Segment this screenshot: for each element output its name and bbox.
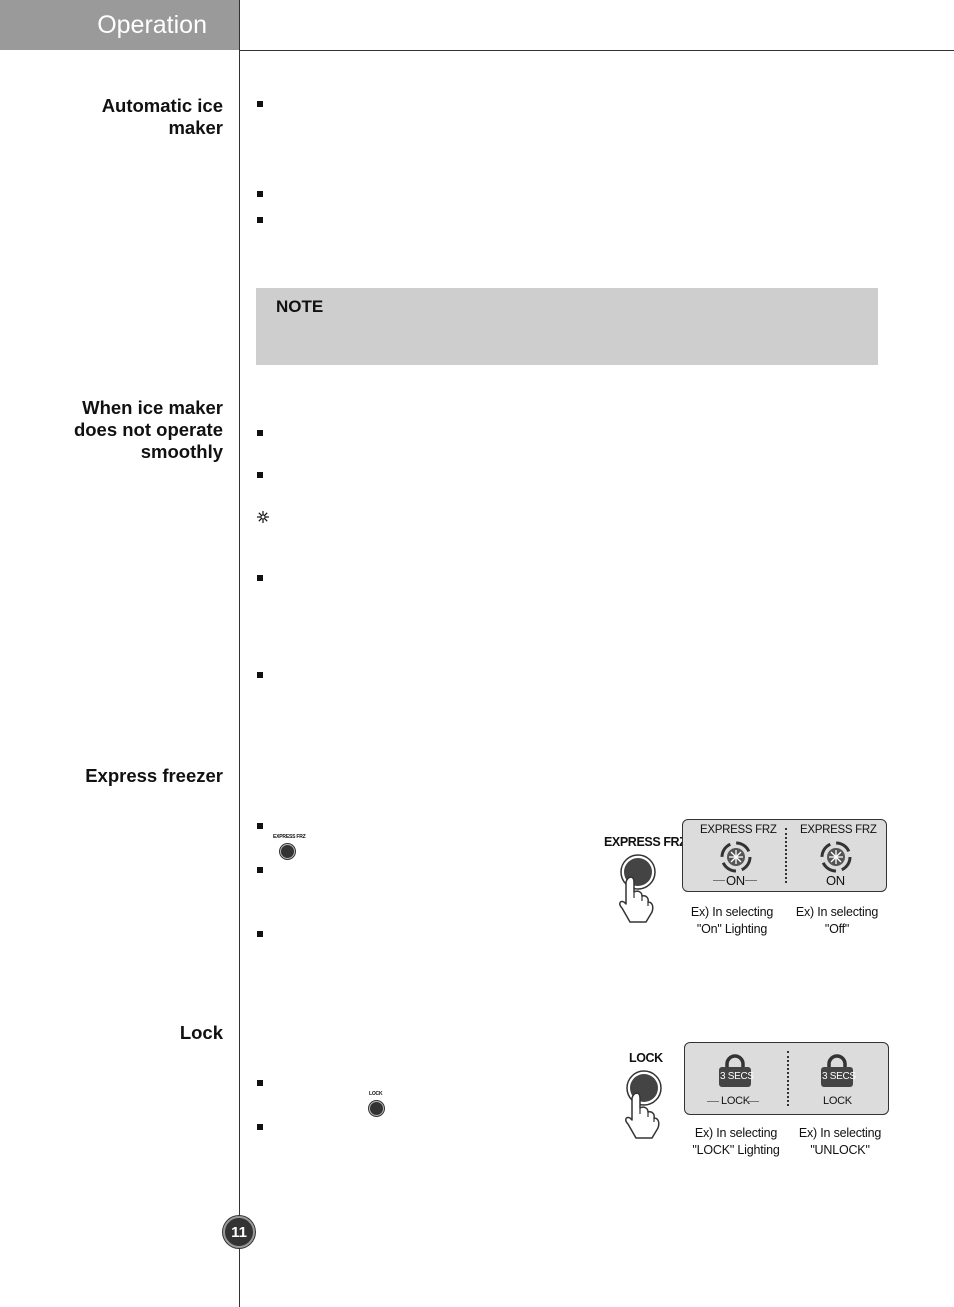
- not-smooth-title: When ice maker does not operate smoothly: [73, 397, 223, 462]
- bullet-marker: [257, 931, 263, 937]
- lock-display-panel: 3 SECS LOCK 3 SECS LOCK: [684, 1042, 889, 1115]
- section-header-tab: Operation: [0, 0, 240, 50]
- bullet-marker: [257, 823, 263, 829]
- status-on-lit: ON: [726, 873, 745, 888]
- express-freeze-icon: [720, 841, 752, 878]
- bullet-marker: [257, 867, 263, 873]
- bullet-marker: [257, 472, 263, 478]
- bullet-marker: [257, 575, 263, 581]
- lock-badge-left: 3 SECS: [720, 1071, 754, 1082]
- express-caption-left: Ex) In selecting "On" Lighting: [690, 905, 774, 936]
- status-lock-lit: LOCK: [721, 1095, 750, 1107]
- bullet-marker: [257, 1124, 263, 1130]
- lock-icon: [819, 1053, 855, 1094]
- bullet-marker: [257, 672, 263, 678]
- express-frz-button-label: EXPRESS FRZ: [604, 835, 687, 849]
- snowflake-icon: [256, 510, 270, 526]
- bullet-marker: [257, 1080, 263, 1086]
- bullet-marker: [257, 101, 263, 107]
- status-lock-unlit: LOCK: [823, 1095, 852, 1107]
- bullet-marker: [257, 217, 263, 223]
- express-frz-display-panel: EXPRESS FRZ ON EXPRESS FRZ ON: [682, 819, 887, 892]
- bullet-marker: [257, 191, 263, 197]
- finger-press-icon: [618, 1068, 668, 1145]
- note-label: NOTE: [276, 297, 324, 316]
- express-freezer-title: Express freezer: [85, 765, 223, 786]
- express-caption-right: Ex) In selecting "Off": [795, 905, 879, 936]
- lock-icon: [717, 1053, 753, 1094]
- round-button-icon: [369, 1101, 384, 1116]
- lock-button-label: LOCK: [629, 1051, 663, 1065]
- express-freeze-icon: [820, 841, 852, 878]
- header-rule: [240, 50, 954, 51]
- lock-title: Lock: [179, 1022, 223, 1043]
- lock-caption-left: Ex) In selecting "LOCK" Lighting: [692, 1126, 780, 1157]
- ice-maker-title: Automatic ice maker: [101, 95, 223, 138]
- page-number-badge: 11: [223, 1216, 255, 1248]
- express-frz-inline-button: EXPRESS FRZ: [273, 834, 306, 859]
- lock-caption-right: Ex) In selecting "UNLOCK": [798, 1126, 882, 1157]
- status-on-unlit: ON: [826, 873, 845, 888]
- section-header-title: Operation: [97, 10, 207, 39]
- finger-press-icon: [612, 852, 662, 929]
- bullet-marker: [257, 430, 263, 436]
- lock-inline-button: LOCK: [369, 1091, 384, 1116]
- margin-rule: [239, 0, 240, 1307]
- lock-badge-right: 3 SECS: [822, 1071, 856, 1082]
- note-box: NOTE: [256, 288, 878, 365]
- round-button-icon: [280, 844, 295, 859]
